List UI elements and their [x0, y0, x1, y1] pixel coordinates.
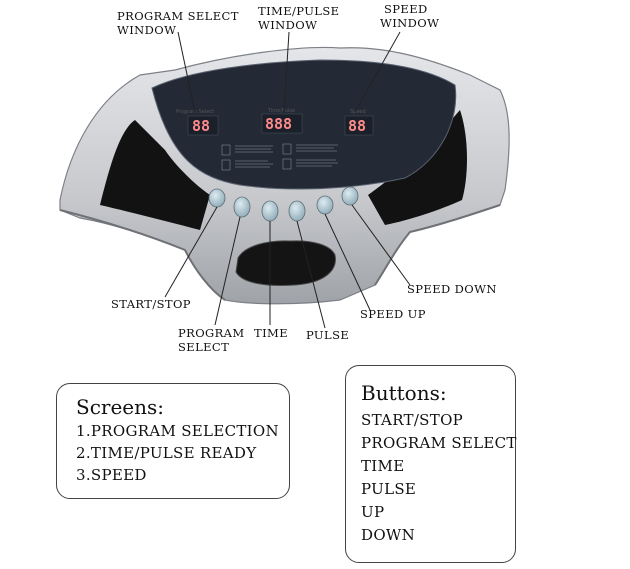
display-screen — [151, 59, 457, 190]
callout-program-select-line2: SELECT — [178, 340, 230, 354]
buttons-box: Buttons: START/STOP PROGRAM SELECT TIME … — [345, 365, 516, 563]
screens-box: Screens: 1.PROGRAM SELECTION 2.TIME/PULS… — [56, 383, 290, 499]
buttons-item-1: START/STOP — [361, 411, 464, 429]
callout-speed-up: SPEED UP — [360, 307, 426, 321]
leader-speed-down — [351, 204, 411, 286]
callout-time-pulse-window-line1: TIME/PULSE — [258, 4, 340, 18]
display-label-program: Program Select — [176, 109, 214, 115]
leader-lines — [164, 31, 411, 329]
time-pulse-digits: 888 — [265, 115, 292, 133]
speed-digits: 88 — [348, 117, 366, 135]
screens-item-1: 1.PROGRAM SELECTION — [76, 422, 279, 440]
screens-item-3: 3.SPEED — [76, 466, 147, 484]
leader-program-select — [214, 216, 241, 326]
buttons-item-4: PULSE — [361, 480, 417, 498]
callout-start-stop: START/STOP — [111, 297, 191, 311]
time-pulse-digits-frame — [261, 113, 303, 134]
callout-program-select: PROGRAM SELECT — [178, 326, 245, 354]
callout-speed-window-line2: WINDOW — [380, 16, 440, 30]
buttons-box-title: Buttons: — [361, 381, 447, 405]
program-select-button[interactable] — [233, 196, 251, 218]
time-button[interactable] — [261, 200, 279, 222]
buttons-item-2: PROGRAM SELECT — [361, 434, 517, 452]
leader-time-window — [283, 31, 290, 113]
left-speaker-grille — [100, 120, 210, 230]
speed-digits-frame — [344, 115, 374, 136]
instruction-panel-left — [221, 144, 273, 171]
speed-up-button[interactable] — [316, 195, 334, 215]
callout-program-select-window-line1: PROGRAM SELECT — [117, 9, 239, 23]
screens-box-title: Screens: — [76, 395, 165, 419]
buttons-item-6: DOWN — [361, 526, 416, 544]
leader-start-stop — [164, 206, 218, 298]
pulse-hand-pad — [235, 240, 336, 286]
callout-time-pulse-window: TIME/PULSE WINDOW — [258, 4, 339, 32]
start-stop-button[interactable] — [208, 188, 226, 208]
callout-time-pulse-window-line2: WINDOW — [258, 18, 318, 32]
buttons-item-5: UP — [361, 503, 385, 521]
callout-program-select-line1: PROGRAM — [178, 326, 245, 340]
screens-item-2: 2.TIME/PULSE READY — [76, 444, 257, 462]
pulse-button[interactable] — [288, 200, 306, 222]
instruction-panel-right — [282, 143, 338, 170]
callout-program-select-window-line2: WINDOW — [117, 23, 177, 37]
display-label-speed: Speed — [350, 109, 366, 115]
callout-speed-window-line1: SPEED — [384, 2, 428, 16]
callout-program-select-window: PROGRAM SELECT WINDOW — [117, 9, 239, 37]
leader-pulse — [296, 220, 326, 329]
program-digits-frame — [187, 115, 219, 136]
program-digits: 88 — [192, 117, 210, 135]
leader-program-window — [177, 31, 196, 113]
buttons-item-3: TIME — [361, 457, 405, 475]
display-label-time: Time/Pulse — [267, 108, 295, 114]
speed-down-button[interactable] — [341, 186, 359, 206]
callout-time: TIME — [254, 326, 288, 340]
leader-speed-window — [354, 31, 401, 113]
callout-pulse: PULSE — [306, 328, 350, 342]
callout-speed-window: SPEED WINDOW — [380, 2, 439, 30]
panel-edge-left — [59, 209, 226, 301]
callout-speed-down: SPEED DOWN — [407, 282, 497, 296]
leader-speed-up — [324, 213, 371, 311]
panel-edge-right — [374, 204, 501, 286]
